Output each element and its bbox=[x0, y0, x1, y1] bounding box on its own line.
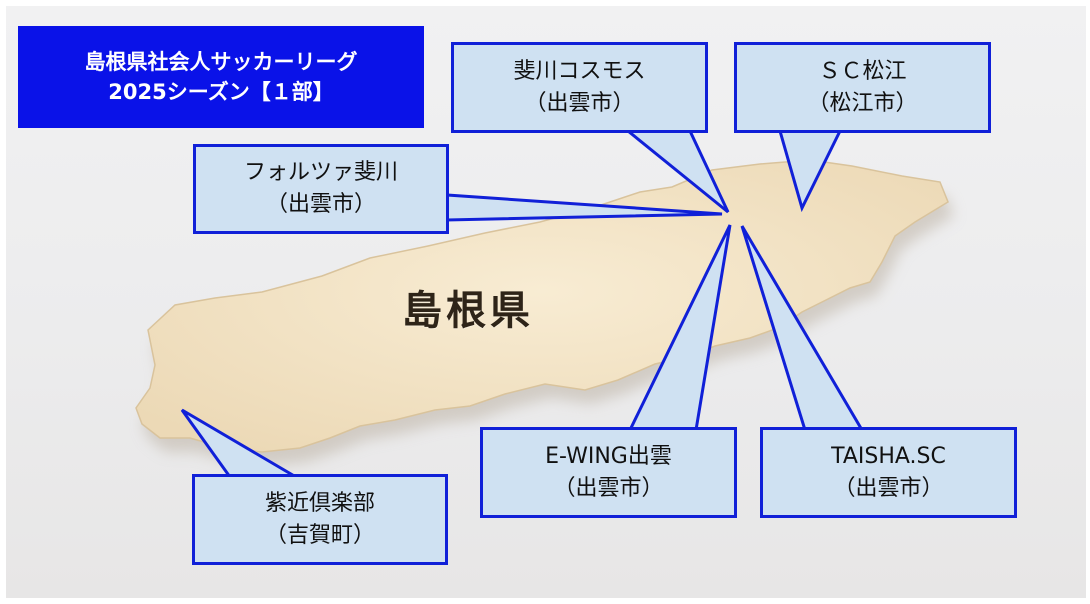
title-line-2: 2025シーズン【１部】 bbox=[108, 80, 334, 104]
title-line-1: 島根県社会人サッカーリーグ bbox=[84, 50, 358, 74]
callout-shikin-club: 紫近倶楽部 （吉賀町） bbox=[192, 474, 448, 565]
team-city: （出雲市） bbox=[833, 475, 944, 501]
team-name: ＳＣ松江 bbox=[818, 58, 907, 84]
team-city: （出雲市） bbox=[265, 192, 376, 217]
team-name: 紫近倶楽部 bbox=[264, 490, 375, 516]
callout-ewing-izumo: E-WING出雲 （出雲市） bbox=[480, 427, 737, 518]
title-banner: 島根県社会人サッカーリーグ 2025シーズン【１部】 bbox=[18, 26, 424, 128]
team-name: 斐川コスモス bbox=[513, 58, 646, 84]
team-name: フォルツァ斐川 bbox=[243, 160, 398, 185]
callout-taisha-sc: TAISHA.SC （出雲市） bbox=[760, 427, 1017, 518]
team-city: （松江市） bbox=[807, 90, 918, 116]
team-name: E-WING出雲 bbox=[545, 443, 672, 469]
callout-forza-hikawa: フォルツァ斐川 （出雲市） bbox=[193, 144, 449, 234]
team-city: （吉賀町） bbox=[264, 522, 375, 548]
prefecture-name-label: 島根県 bbox=[402, 288, 534, 334]
callout-sc-matsue: ＳＣ松江 （松江市） bbox=[734, 42, 991, 133]
team-city: （出雲市） bbox=[524, 90, 635, 116]
callout-hikawa-cosmos: 斐川コスモス （出雲市） bbox=[451, 42, 708, 133]
team-city: （出雲市） bbox=[553, 475, 664, 501]
team-name: TAISHA.SC bbox=[831, 443, 946, 469]
